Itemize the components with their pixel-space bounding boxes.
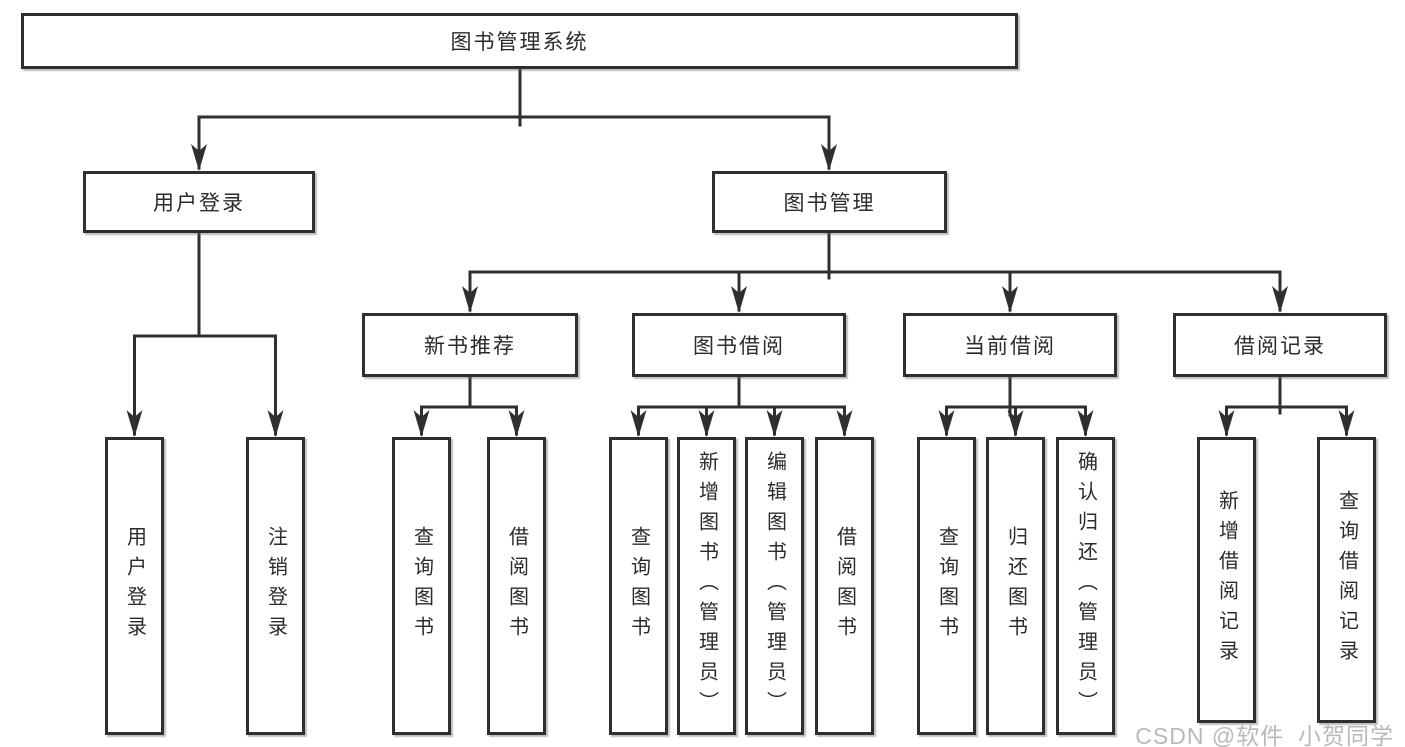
leaf-query-borrow-record-label: 查询借阅记录 <box>1335 490 1358 670</box>
leaf-borrow-books-recommend: 借阅图书 <box>487 437 546 735</box>
leaf-edit-books-admin: 编辑图书（管理员） <box>745 437 804 735</box>
node-book-borrowing: 图书借阅 <box>632 313 846 377</box>
leaf-borrow-books-borrowing: 借阅图书 <box>815 437 874 735</box>
node-root: 图书管理系统 <box>21 13 1018 69</box>
leaf-user-login-label: 用户登录 <box>123 526 146 646</box>
leaf-add-borrow-record-label: 新增借阅记录 <box>1215 490 1238 670</box>
leaf-borrow-books-recommend-label: 借阅图书 <box>505 526 528 646</box>
leaf-query-books-borrowing-label: 查询图书 <box>627 526 650 646</box>
leaf-confirm-return-admin: 确认归还（管理员） <box>1056 437 1115 735</box>
leaf-add-books-admin: 新增图书（管理员） <box>677 437 736 735</box>
node-current-borrowing: 当前借阅 <box>903 313 1117 377</box>
leaf-query-books-current-label: 查询图书 <box>935 526 958 646</box>
leaf-borrow-books-borrowing-label: 借阅图书 <box>833 526 856 646</box>
node-user-login: 用户登录 <box>83 171 315 233</box>
leaf-confirm-return-admin-label: 确认归还（管理员） <box>1074 451 1097 721</box>
leaf-logout: 注销登录 <box>246 437 305 735</box>
leaf-query-books-recommend: 查询图书 <box>392 437 451 735</box>
leaf-add-books-admin-label: 新增图书（管理员） <box>695 451 718 721</box>
leaf-logout-label: 注销登录 <box>264 526 287 646</box>
leaf-query-borrow-record: 查询借阅记录 <box>1317 437 1376 723</box>
watermark-text: CSDN @软件_小贺同学 <box>1135 723 1394 747</box>
leaf-query-books-recommend-label: 查询图书 <box>410 526 433 646</box>
leaf-return-books: 归还图书 <box>986 437 1045 735</box>
node-book-management: 图书管理 <box>712 171 947 233</box>
leaf-query-books-current: 查询图书 <box>917 437 976 735</box>
node-new-book-recommend: 新书推荐 <box>362 313 578 377</box>
leaf-edit-books-admin-label: 编辑图书（管理员） <box>763 451 786 721</box>
leaf-return-books-label: 归还图书 <box>1004 526 1027 646</box>
leaf-add-borrow-record: 新增借阅记录 <box>1197 437 1256 723</box>
leaf-user-login: 用户登录 <box>105 437 164 735</box>
leaf-query-books-borrowing: 查询图书 <box>609 437 668 735</box>
node-borrowing-records: 借阅记录 <box>1173 313 1387 377</box>
